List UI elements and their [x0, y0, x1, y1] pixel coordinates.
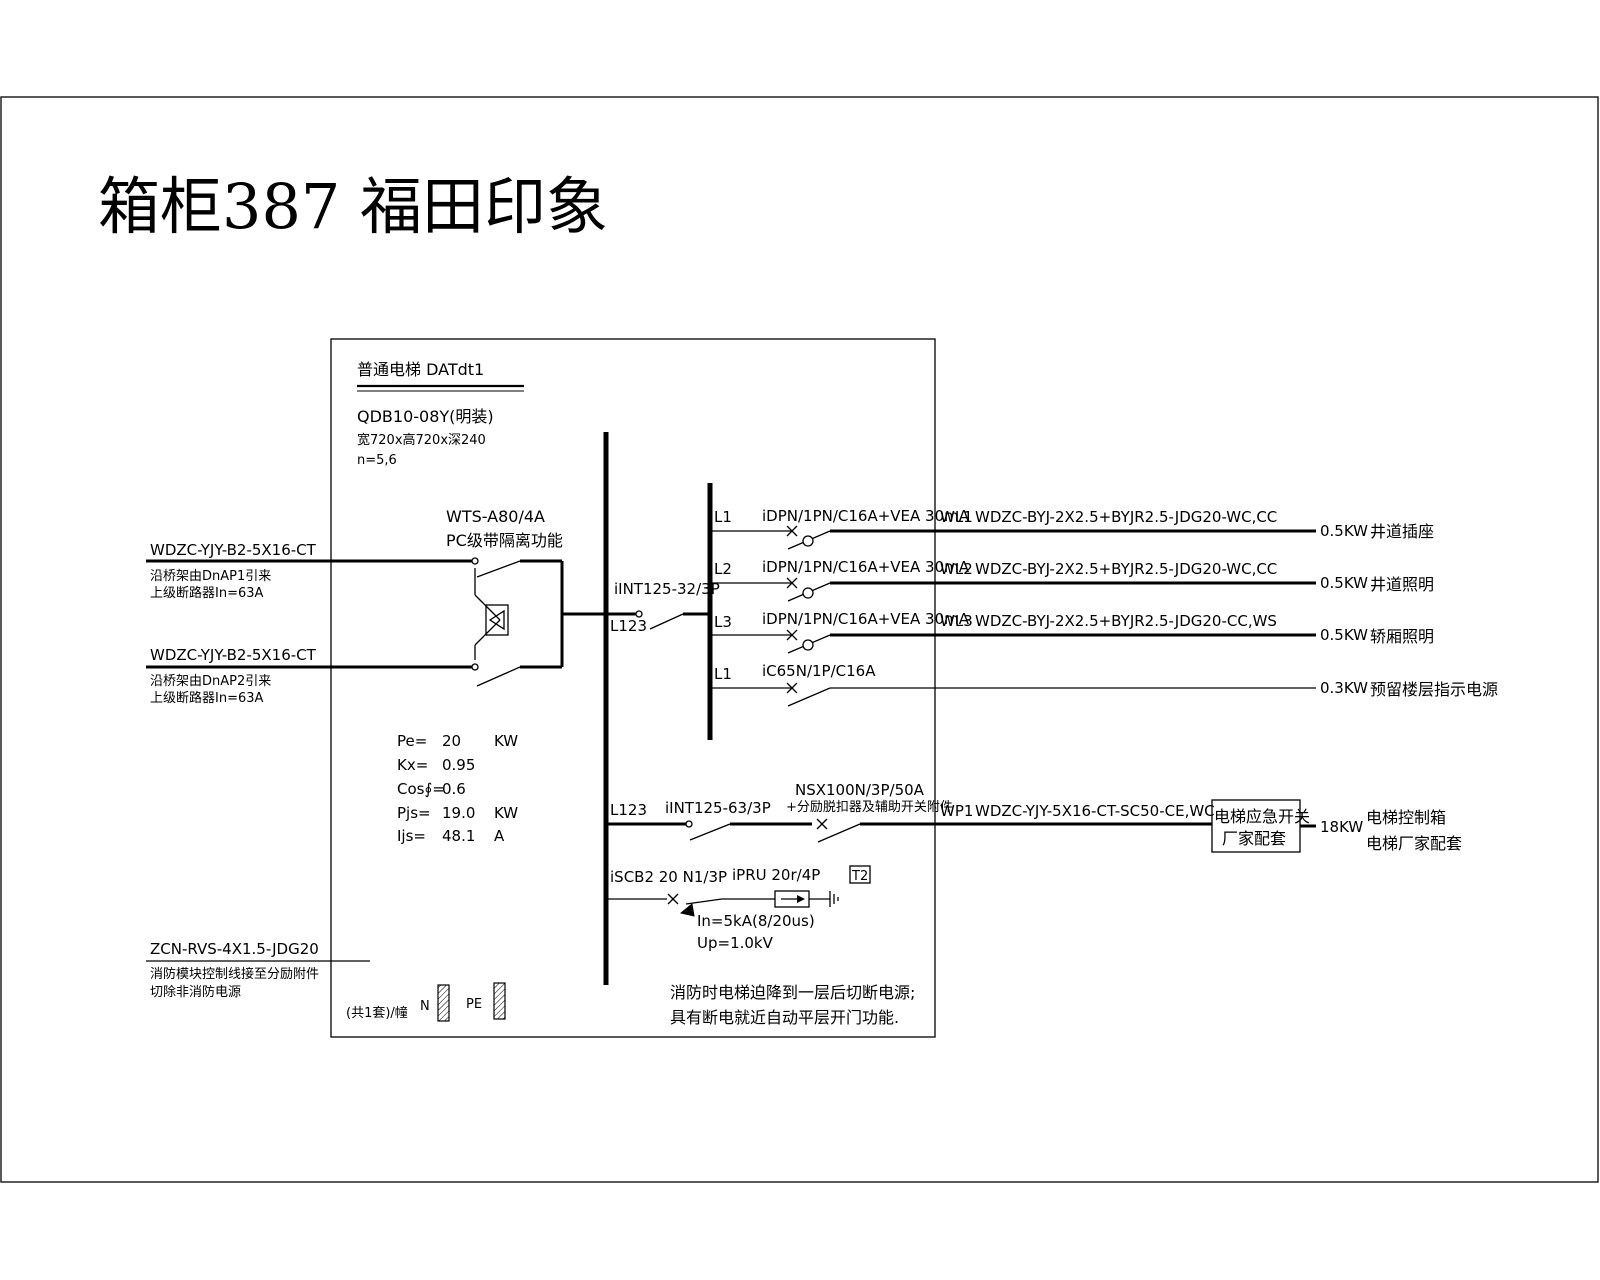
circuit-breaker: iDPN/1PN/C16A+VEA 30mA — [762, 610, 970, 628]
circuit-load: 轿厢照明 — [1370, 627, 1434, 646]
main-switch-phase: L123 — [610, 617, 647, 635]
circuit-breaker: iC65N/1P/C16A — [762, 662, 876, 680]
incoming-2-note1: 沿桥架由DnAP2引来 — [150, 674, 271, 689]
n-terminal — [437, 984, 450, 1022]
circuit-id: WL3 — [940, 612, 973, 630]
incoming-1-note2: 上级断路器In=63A — [150, 585, 264, 601]
control-cable-note2: 切除非消防电源 — [150, 984, 241, 1000]
main-switch-contact — [635, 610, 643, 618]
elevator-power: 18KW — [1320, 818, 1363, 836]
elevator-load1: 电梯控制箱 — [1366, 808, 1446, 827]
n-label: N — [420, 999, 430, 1014]
panel-set-count: (共1套)/幢 — [346, 1005, 408, 1021]
load-value: 0.95 — [442, 756, 475, 774]
pe-terminal — [493, 982, 506, 1020]
elevator-box1: 电梯应急开关 — [1214, 807, 1310, 826]
drawing-frame — [0, 96, 1599, 1183]
circuit-cable: WDZC-BYJ-2X2.5+BYJR2.5-JDG20-WC,CC — [975, 560, 1277, 578]
main-switch-blade — [649, 613, 684, 630]
elevator-cable: WDZC-YJY-5X16-CT-SC50-CE,WC — [975, 802, 1215, 820]
drawing-title: 箱柜387 福田印象 — [98, 170, 608, 243]
load-label: Pjs= — [397, 804, 431, 822]
circuit-cable: WDZC-BYJ-2X2.5+BYJR2.5-JDG20-WC,CC — [975, 508, 1277, 526]
incoming-1-note1: 沿桥架由DnAP1引来 — [150, 569, 271, 584]
ats-desc: PC级带隔离功能 — [446, 531, 563, 550]
load-label: Ijs= — [397, 827, 426, 845]
load-unit: A — [494, 827, 505, 845]
circuit-breaker: iDPN/1PN/C16A+VEA 30mA — [762, 558, 970, 576]
panel-n: n=5,6 — [357, 453, 397, 468]
circuit-load: 预留楼层指示电源 — [1370, 680, 1498, 699]
fire-note-line1: 消防时电梯迫降到一层后切断电源; — [670, 983, 915, 1002]
load-label: Kx= — [397, 756, 428, 774]
load-value: 0.6 — [442, 780, 466, 798]
incoming-2-note2: 上级断路器In=63A — [150, 690, 264, 706]
load-calculation: Pe= 20 KW Kx= 0.95 Cos∮= 0.6 Pjs= 19.0 K… — [397, 732, 518, 845]
control-cable: ZCN-RVS-4X1.5-JDG20 — [150, 940, 319, 958]
spd-model: iPRU 20r/4P — [732, 866, 820, 884]
panel-dimensions: 宽720x高720x深240 — [357, 432, 486, 448]
main-switch-model: iINT125-32/3P — [614, 580, 720, 598]
spd-in: In=5kA(8/20us) — [697, 912, 815, 930]
circuit-3: L3 iDPN/1PN/C16A+VEA 30mA WL3 WDZC-BYJ-2… — [710, 610, 1434, 654]
load-value: 20 — [442, 732, 461, 750]
circuit-breaker: iDPN/1PN/C16A+VEA 30mA — [762, 507, 970, 525]
circuit-load: 井道插座 — [1370, 522, 1434, 541]
ats-symbol — [471, 557, 521, 687]
panel-model: QDB10-08Y(明装) — [357, 407, 494, 426]
pe-label: PE — [466, 997, 482, 1012]
load-unit: KW — [494, 732, 518, 750]
circuit-phase: L1 — [714, 665, 732, 683]
load-unit: KW — [494, 804, 518, 822]
circuit-2: L2 iDPN/1PN/C16A+VEA 30mA WL2 WDZC-BYJ-2… — [710, 558, 1434, 602]
control-cable-note1: 消防模块控制线接至分励附件 — [150, 966, 319, 982]
fire-note-line2: 具有断电就近自动平层开门功能. — [670, 1008, 899, 1027]
elevator-switch: iINT125-63/3P — [665, 799, 771, 817]
circuit-1: L1 iDPN/1PN/C16A+VEA 30mA WL1 WDZC-BYJ-2… — [710, 507, 1434, 550]
elevator-id: WP1 — [940, 802, 973, 820]
circuit-power: 0.5KW — [1320, 522, 1368, 540]
elevator-circuit: L123 iINT125-63/3P NSX100N/3P/50A +分励脱扣器… — [606, 781, 1462, 853]
circuit-id: WL2 — [940, 560, 973, 578]
circuit-phase: L2 — [714, 560, 732, 578]
spd-breaker: iSCB2 20 N1/3P — [610, 868, 727, 886]
circuit-load: 井道照明 — [1370, 575, 1434, 594]
incoming-1-cable: WDZC-YJY-B2-5X16-CT — [150, 541, 317, 559]
ats-model: WTS-A80/4A — [446, 507, 545, 526]
elevator-breaker: NSX100N/3P/50A — [795, 781, 925, 799]
circuit-cable: WDZC-BYJ-2X2.5+BYJR2.5-JDG20-CC,WS — [975, 612, 1277, 630]
spd-circuit: iSCB2 20 N1/3P iPRU 20r/4P T2 In=5kA(8/2… — [606, 865, 871, 952]
spd-up: Up=1.0kV — [697, 934, 774, 952]
incoming-2-cable: WDZC-YJY-B2-5X16-CT — [150, 646, 317, 664]
circuit-4: L1 iC65N/1P/C16A 0.3KW 预留楼层指示电源 — [710, 662, 1498, 707]
spd-class-box — [849, 865, 871, 884]
circuit-id: WL1 — [940, 508, 973, 526]
elevator-load2: 电梯厂家配套 — [1366, 834, 1462, 853]
elevator-breaker-note: +分励脱扣器及辅助开关附件 — [786, 800, 953, 815]
spd-class: T2 — [851, 869, 868, 884]
circuit-power: 0.3KW — [1320, 679, 1368, 697]
circuit-power: 0.5KW — [1320, 626, 1368, 644]
circuit-phase: L3 — [714, 613, 732, 631]
load-label: Cos∮= — [397, 780, 445, 798]
circuit-phase: L1 — [714, 508, 732, 526]
elevator-phase: L123 — [610, 801, 647, 819]
circuit-power: 0.5KW — [1320, 574, 1368, 592]
panel-name: 普通电梯 DATdt1 — [357, 360, 484, 379]
load-label: Pe= — [397, 732, 427, 750]
load-value: 48.1 — [442, 827, 475, 845]
elevator-box2: 厂家配套 — [1222, 829, 1286, 848]
load-value: 19.0 — [442, 804, 475, 822]
